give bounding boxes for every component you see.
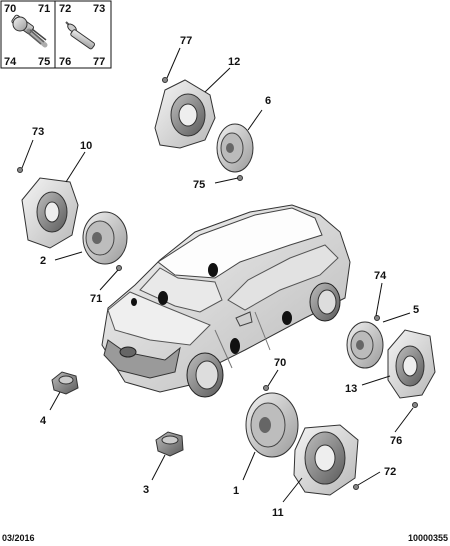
legend-cell-76: 76 bbox=[59, 56, 71, 68]
rivet-icon bbox=[65, 21, 96, 50]
legend-cell-70: 70 bbox=[4, 3, 16, 15]
part-3-tweeter bbox=[155, 431, 184, 457]
callout-72: 72 bbox=[384, 466, 396, 478]
legend-cell-75: 75 bbox=[38, 56, 50, 68]
callout-73: 73 bbox=[32, 126, 44, 138]
callout-5: 5 bbox=[413, 304, 419, 316]
legend-cell-77: 77 bbox=[93, 56, 105, 68]
legend-cell-73: 73 bbox=[93, 3, 105, 15]
callout-4: 4 bbox=[40, 415, 47, 427]
part-2-speaker bbox=[82, 211, 128, 265]
callout-11: 11 bbox=[272, 507, 284, 519]
footer-date: 03/2016 bbox=[2, 533, 35, 543]
fastener-legend: 70 71 72 73 74 75 76 77 bbox=[0, 0, 112, 69]
callout-74: 74 bbox=[374, 270, 387, 282]
legend-cell-72: 72 bbox=[59, 3, 71, 15]
callout-1: 1 bbox=[233, 485, 239, 497]
callout-12: 12 bbox=[228, 56, 240, 68]
part-1-speaker bbox=[245, 392, 299, 458]
callout-3: 3 bbox=[143, 484, 149, 496]
callout-76: 76 bbox=[390, 435, 402, 447]
part-11-bracket bbox=[293, 424, 359, 496]
fastener-marks bbox=[17, 77, 418, 490]
part-10-bracket bbox=[21, 177, 79, 249]
callout-70: 70 bbox=[274, 357, 286, 369]
callout-13: 13 bbox=[345, 383, 357, 395]
legend-cell-71: 71 bbox=[38, 3, 50, 15]
callout-71: 71 bbox=[90, 293, 102, 305]
legend-cell-74: 74 bbox=[4, 56, 17, 68]
callout-2: 2 bbox=[40, 255, 46, 267]
leader-lines bbox=[21, 47, 414, 503]
callout-10: 10 bbox=[80, 140, 92, 152]
screw-icon bbox=[11, 14, 48, 48]
callout-75: 75 bbox=[193, 179, 205, 191]
part-4-tweeter bbox=[51, 371, 79, 395]
callout-6: 6 bbox=[265, 95, 271, 107]
car-body bbox=[101, 204, 351, 398]
part-5-speaker bbox=[346, 321, 384, 369]
footer-reference: 10000355 bbox=[407, 533, 448, 543]
callout-labels: 77 12 6 73 10 75 2 71 74 5 4 70 13 76 3 … bbox=[32, 35, 419, 519]
part-12-bracket bbox=[154, 79, 216, 149]
part-13-bracket bbox=[387, 329, 436, 399]
callout-77: 77 bbox=[180, 35, 192, 47]
part-6-speaker bbox=[216, 123, 254, 173]
